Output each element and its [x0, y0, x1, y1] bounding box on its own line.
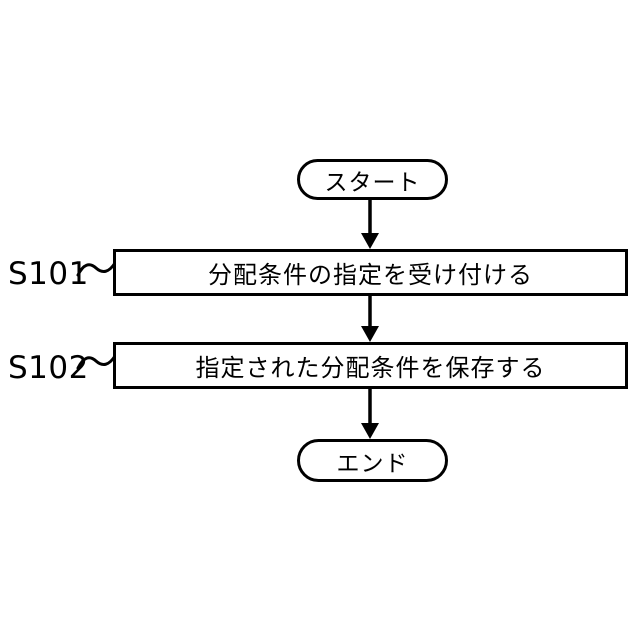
step-id-s102: S102	[8, 350, 89, 386]
arrow-start-to-s101	[361, 199, 379, 249]
process-node-s102: 指定された分配条件を保存する	[113, 342, 628, 389]
arrow-s102-to-end	[361, 389, 379, 439]
process-node-s101-label: 分配条件の指定を受け付ける	[208, 261, 533, 289]
end-terminator-node: エンド	[297, 439, 448, 482]
arrow-s101-to-s102	[361, 296, 379, 342]
process-node-s101: 分配条件の指定を受け付ける	[113, 249, 628, 296]
start-terminator-node: スタート	[297, 159, 448, 200]
process-node-s102-label: 指定された分配条件を保存する	[195, 354, 546, 382]
start-terminator-label: スタート	[324, 169, 421, 196]
end-terminator-label: エンド	[336, 450, 409, 477]
step-id-s101: S101	[8, 256, 89, 292]
